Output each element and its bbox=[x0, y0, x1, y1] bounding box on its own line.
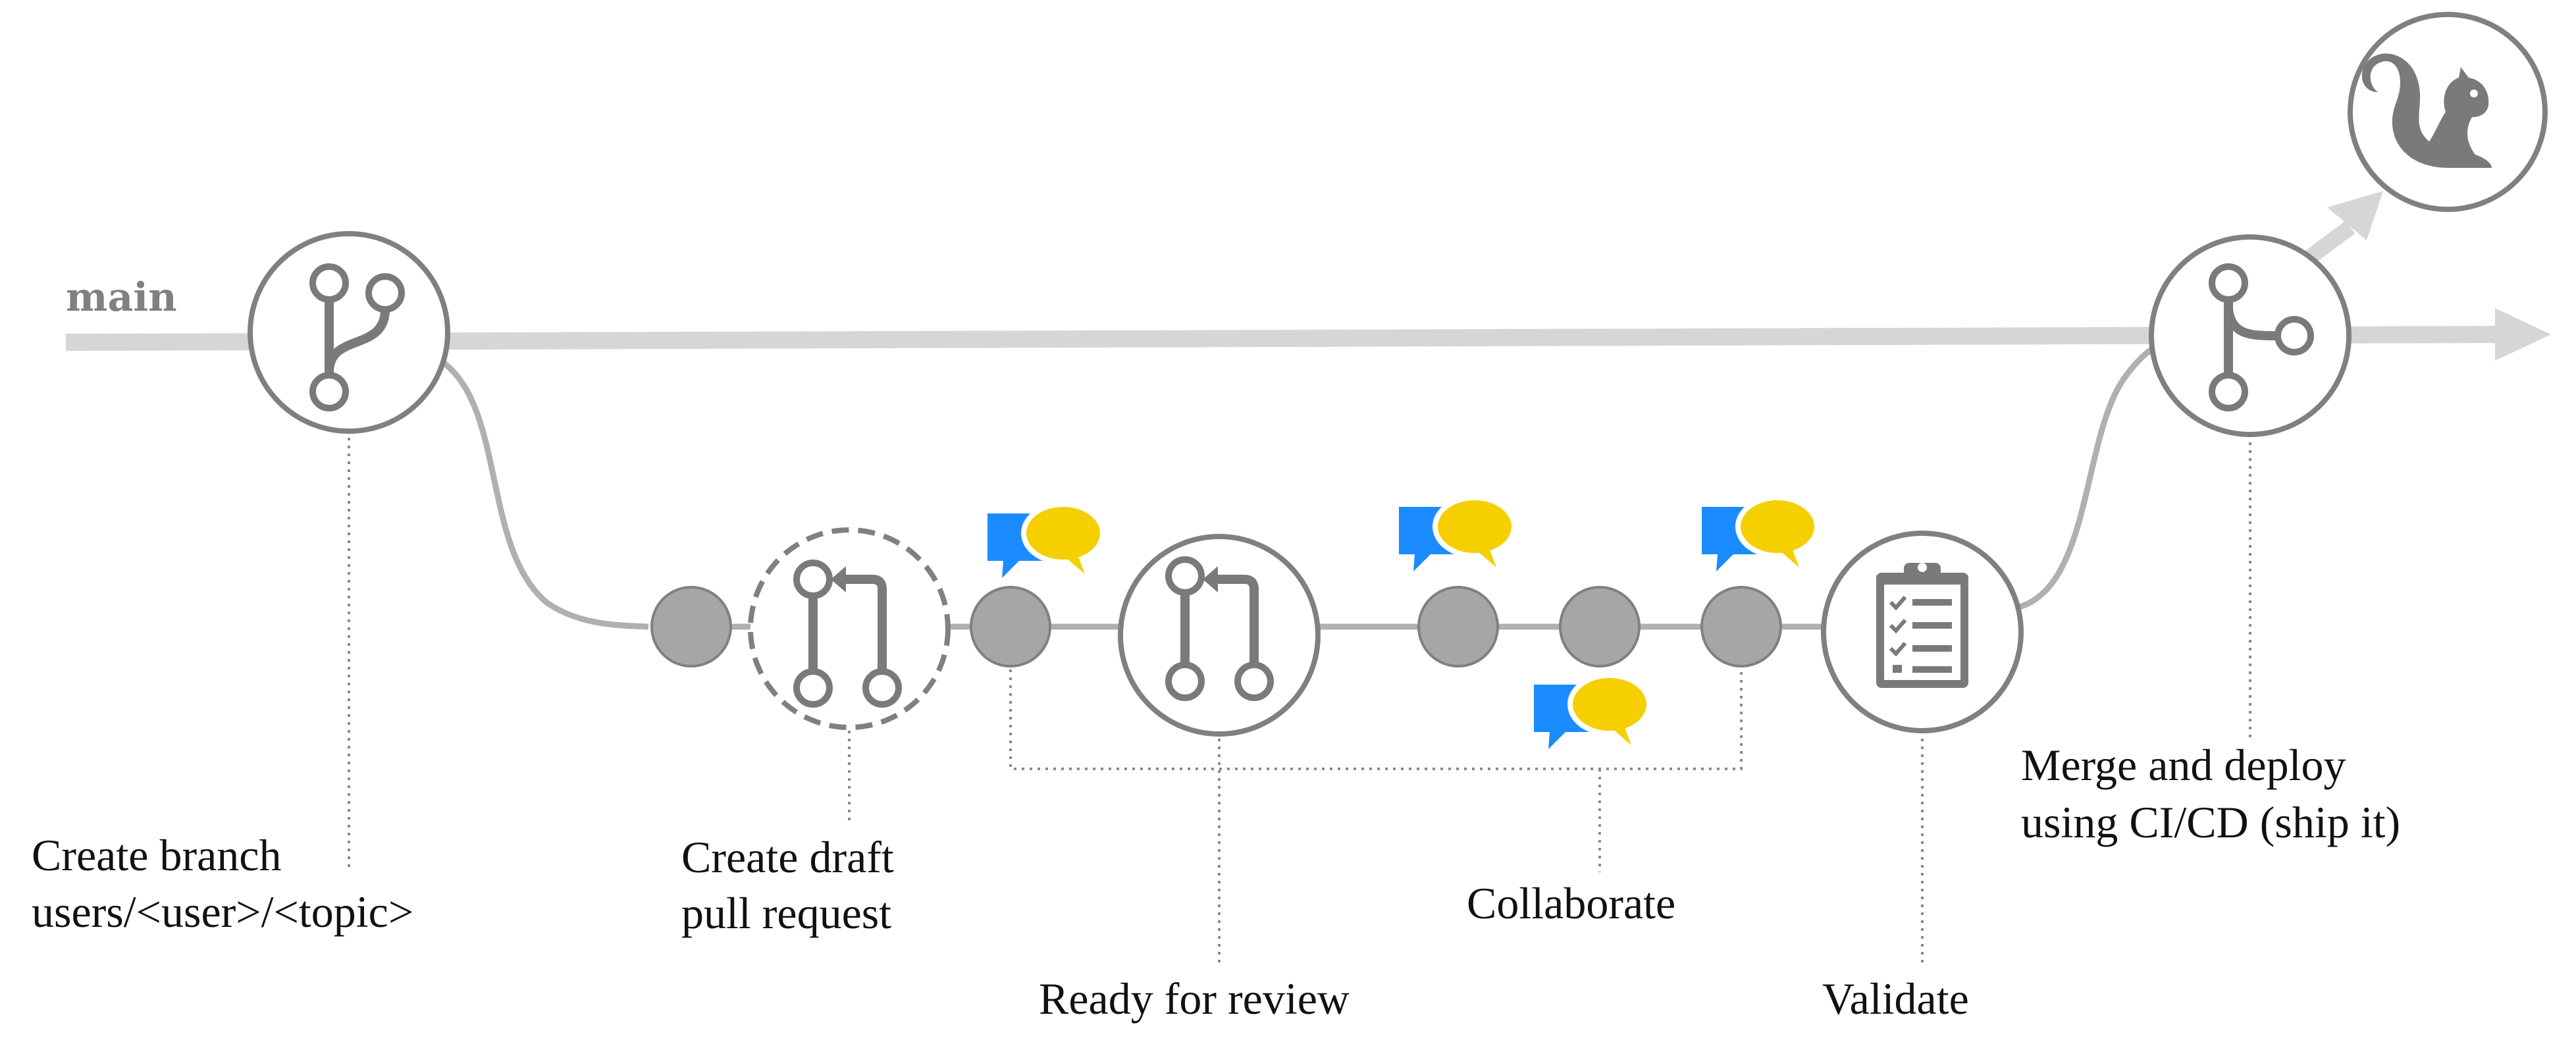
chat-bubbles-icon bbox=[1534, 675, 1649, 749]
commit-dot bbox=[650, 586, 732, 668]
commit-dot bbox=[1417, 586, 1499, 668]
chat-bubbles-icon bbox=[987, 504, 1103, 578]
merge-label-line1: Merge and deploy bbox=[2021, 740, 2346, 790]
main-branch-label: main bbox=[66, 275, 177, 321]
chat-bubbles-icon bbox=[1399, 498, 1514, 571]
main-branch-line bbox=[65, 308, 2551, 361]
create-draft-label-line2: pull request bbox=[681, 888, 891, 938]
create-branch-node bbox=[248, 231, 450, 434]
commit-dot bbox=[1559, 586, 1641, 668]
checklist-icon bbox=[1876, 563, 1968, 688]
git-branch-icon bbox=[309, 263, 405, 411]
create-branch-label-line1: Create branch bbox=[32, 830, 281, 880]
ready-for-review-node bbox=[1118, 534, 1321, 737]
squirrel-icon bbox=[2361, 53, 2492, 169]
create-draft-label-line1: Create draft bbox=[681, 832, 894, 882]
create-branch-label-line2: users/<user>/<topic> bbox=[32, 887, 413, 937]
deploy-node bbox=[2348, 12, 2548, 212]
validate-label: Validate bbox=[1822, 974, 1969, 1024]
commit-dot bbox=[1700, 586, 1782, 668]
pull-request-icon bbox=[793, 560, 902, 708]
leader-lines bbox=[348, 434, 2251, 968]
chat-bubbles-icon bbox=[1702, 498, 1817, 571]
pull-request-icon bbox=[1165, 556, 1274, 701]
validate-node bbox=[1821, 531, 2024, 733]
merge-label-line2: using CI/CD (ship it) bbox=[2021, 797, 2400, 847]
commit-dot bbox=[970, 586, 1051, 668]
ready-for-review-label: Ready for review bbox=[1039, 974, 1350, 1024]
collaborate-label: Collaborate bbox=[1467, 878, 1675, 928]
create-draft-pr-node bbox=[748, 527, 951, 730]
deploy-arrow bbox=[2305, 191, 2383, 263]
merge-node bbox=[2149, 234, 2352, 437]
git-merge-icon bbox=[2209, 263, 2314, 411]
